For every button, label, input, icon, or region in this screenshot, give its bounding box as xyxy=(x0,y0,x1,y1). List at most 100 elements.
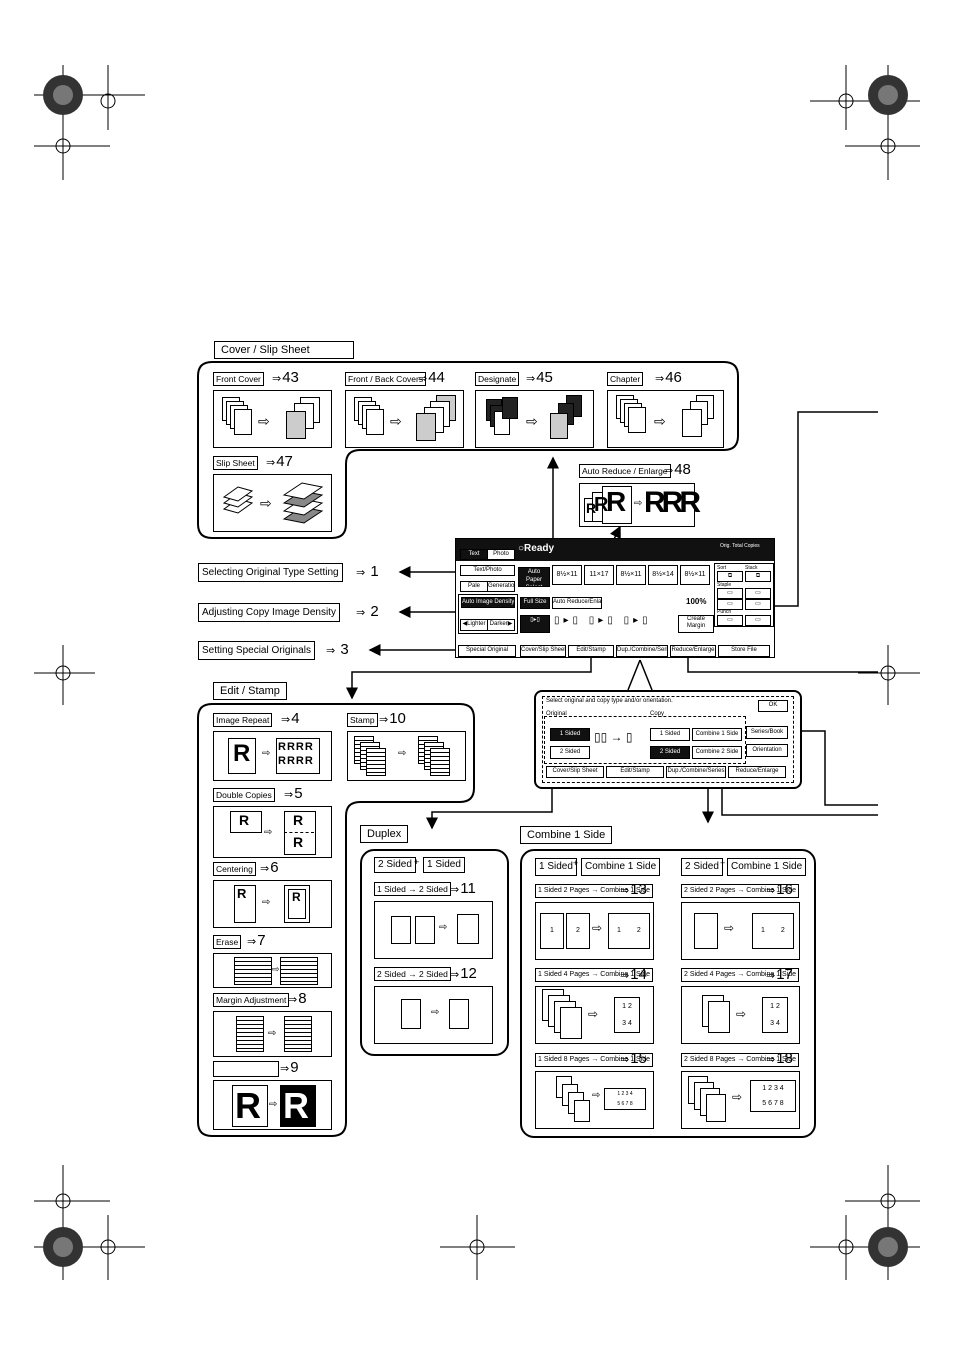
combine-right-a: 2 Sided xyxy=(681,858,723,876)
edit-stamp-header: Edit / Stamp xyxy=(213,682,287,700)
auto-reduce-enlarge-label: Auto Reduce / Enlarge xyxy=(579,464,671,478)
combine-16-label: 2 Sided 2 Pages → Combine 1 Side xyxy=(681,884,800,898)
combine-13-ref: ⇒13 xyxy=(620,881,647,898)
duplex-icon-button[interactable]: ▯▸▯ xyxy=(520,615,550,633)
copy-2-sided-button[interactable]: 2 Sided xyxy=(650,746,690,759)
svg-text:⇨: ⇨ xyxy=(260,496,272,512)
chapter-label: Chapter xyxy=(607,372,644,386)
item-9-label xyxy=(213,1061,279,1077)
auto-paper-select-button[interactable]: Auto Paper Select xyxy=(518,567,550,587)
darker-button[interactable]: Darker▶ xyxy=(487,619,515,631)
auto-reduce-enlarge-button[interactable]: Auto Reduce/Enlarge xyxy=(552,597,602,609)
front-cover-label: Front Cover xyxy=(213,372,264,386)
sort-button[interactable]: ⧉ xyxy=(717,571,743,582)
original-1-sided-button[interactable]: 1 Sided xyxy=(550,728,590,741)
double-copies-illustration: R ⇨ R R xyxy=(213,806,332,858)
auto-density-button[interactable]: Auto Image Density xyxy=(461,597,515,608)
chapter-illustration: ⇨ xyxy=(607,390,724,448)
tab-reduce-enlarge[interactable]: Reduce/Enlarge xyxy=(670,645,716,657)
punch-button-1[interactable]: ▭ xyxy=(717,615,743,626)
duplex-1-sided-label: 1 Sided xyxy=(423,857,465,873)
paper-tray-5[interactable]: 8½×11 xyxy=(680,565,710,585)
margin-adjustment-ref: ⇒8 xyxy=(288,990,307,1007)
copy-1-sided-button[interactable]: 1 Sided xyxy=(650,728,690,741)
staple-button-4[interactable]: ▭ xyxy=(745,599,771,610)
margin-adjustment-illustration: ⇨ xyxy=(213,1011,332,1057)
margin-adjustment-label: Margin Adjustment xyxy=(213,993,290,1007)
combine-1-side-button[interactable]: Combine 1 Side xyxy=(692,728,742,741)
tab-edit-stamp[interactable]: Edit/Stamp xyxy=(568,645,614,657)
tab-dup-combine[interactable]: Dup./Combine/Series xyxy=(616,645,668,657)
series-book-button[interactable]: Series/Book xyxy=(746,726,788,739)
full-size-button[interactable]: Full Size xyxy=(520,597,550,609)
auto-reduce-enlarge-ref: ⇒48 xyxy=(664,461,691,478)
dialog-tab-reduce[interactable]: Reduce/Enlarge xyxy=(728,766,786,778)
paper-tray-4[interactable]: 8½×14 xyxy=(648,565,678,585)
combine-13-label: 1 Sided 2 Pages → Combine 1 Side xyxy=(535,884,654,898)
combine-left-a: 1 Sided xyxy=(535,858,577,876)
designate-illustration: ⇨ xyxy=(475,390,594,448)
combine-icons: ▯▸▯ ▯▸▯ ▯▸▯ xyxy=(554,615,652,626)
staple-button-1[interactable]: ▭ xyxy=(717,588,743,599)
duplex-2-sided-label: 2 Sided xyxy=(374,857,416,873)
copy-density-ref: ⇒ 2 xyxy=(356,603,379,620)
combine-15-label: 1 Sided 8 Pages → Combine 1 Side xyxy=(535,1053,654,1067)
combine-2-side-button[interactable]: Combine 2 Side xyxy=(692,746,742,759)
double-copies-ref: ⇒5 xyxy=(284,785,303,802)
stack-button[interactable]: ⧉ xyxy=(745,571,771,582)
copy-density-label: Adjusting Copy Image Density xyxy=(198,603,340,622)
slip-sheet-ref: ⇒47 xyxy=(266,453,293,470)
tab-cover-slip[interactable]: Cover/Slip Sheet xyxy=(520,645,566,657)
original-type-label: Selecting Original Type Setting xyxy=(198,563,343,582)
auto-reduce-enlarge-illustration: R R R ⇨ RRR xyxy=(579,483,701,527)
dialog-tab-edit[interactable]: Edit/Stamp xyxy=(606,766,664,778)
erase-illustration: ⇨ xyxy=(213,953,332,988)
pale-button[interactable]: Pale xyxy=(460,581,488,592)
staple-button-3[interactable]: ▭ xyxy=(717,599,743,610)
duplex-1to2-label: 1 Sided → 2 Sided xyxy=(374,882,451,896)
lighter-button[interactable]: ◀Lighter xyxy=(460,619,488,631)
front-back-covers-label: Front / Back Covers xyxy=(345,372,427,386)
combine-17-ref: ⇒17 xyxy=(766,966,793,983)
image-repeat-label: Image Repeat xyxy=(213,713,273,727)
tab-text[interactable]: Text xyxy=(460,549,488,560)
double-copies-label: Double Copies xyxy=(213,788,275,802)
combine-17-label: 2 Sided 4 Pages → Combine 1 Side xyxy=(681,968,800,982)
duplex-1to2-illustration: ⇨ xyxy=(374,901,493,959)
combine-14-ref: ⇒14 xyxy=(620,966,647,983)
paper-tray-2[interactable]: 11×17 xyxy=(584,565,614,585)
dialog-tab-cover[interactable]: Cover/Slip Sheet xyxy=(546,766,604,778)
special-original-button[interactable]: Special Original xyxy=(458,645,516,657)
paper-tray-3[interactable]: 8½×11 xyxy=(616,565,646,585)
special-originals-label: Setting Special Originals xyxy=(198,641,315,660)
store-file-button[interactable]: Store File xyxy=(718,645,770,657)
cover-slip-header: Cover / Slip Sheet xyxy=(214,341,354,359)
generation-button[interactable]: Generation xyxy=(487,581,515,592)
staple-button-2[interactable]: ▭ xyxy=(745,588,771,599)
text-photo-button[interactable]: Text/Photo xyxy=(460,565,515,576)
paper-tray-1[interactable]: 8½×11 xyxy=(552,565,582,585)
item-9-illustration: R ⇨ R xyxy=(213,1080,332,1130)
image-repeat-ref: ⇒4 xyxy=(281,710,300,727)
orientation-button[interactable]: Orientation xyxy=(746,744,788,757)
centering-label: Centering xyxy=(213,862,256,876)
centering-illustration: R ⇨ R xyxy=(213,880,332,928)
tab-photo[interactable]: Photo xyxy=(487,549,515,560)
dialog-tab-dup[interactable]: Dup./Combine/Series xyxy=(666,766,726,778)
create-margin-button[interactable]: Create Margin xyxy=(678,615,714,633)
dialog-arrow-icon: ▯▯ → ▯ xyxy=(594,730,633,744)
original-2-sided-button[interactable]: 2 Sided xyxy=(550,746,590,759)
paper-trays: 8½×11 11×17 8½×11 8½×14 8½×11 xyxy=(552,565,712,585)
original-type-ref: ⇒ 1 xyxy=(356,563,379,580)
front-back-covers-ref: ⇒44 xyxy=(418,369,445,386)
copier-main-screen: ○Ready Text Photo Text/Photo Pale Genera… xyxy=(455,538,775,658)
dialog-ok-button[interactable]: OK xyxy=(758,700,788,712)
registration-targets xyxy=(43,75,908,1267)
combine-left-b: Combine 1 Side xyxy=(581,858,661,876)
punch-button-2[interactable]: ▭ xyxy=(745,615,771,626)
